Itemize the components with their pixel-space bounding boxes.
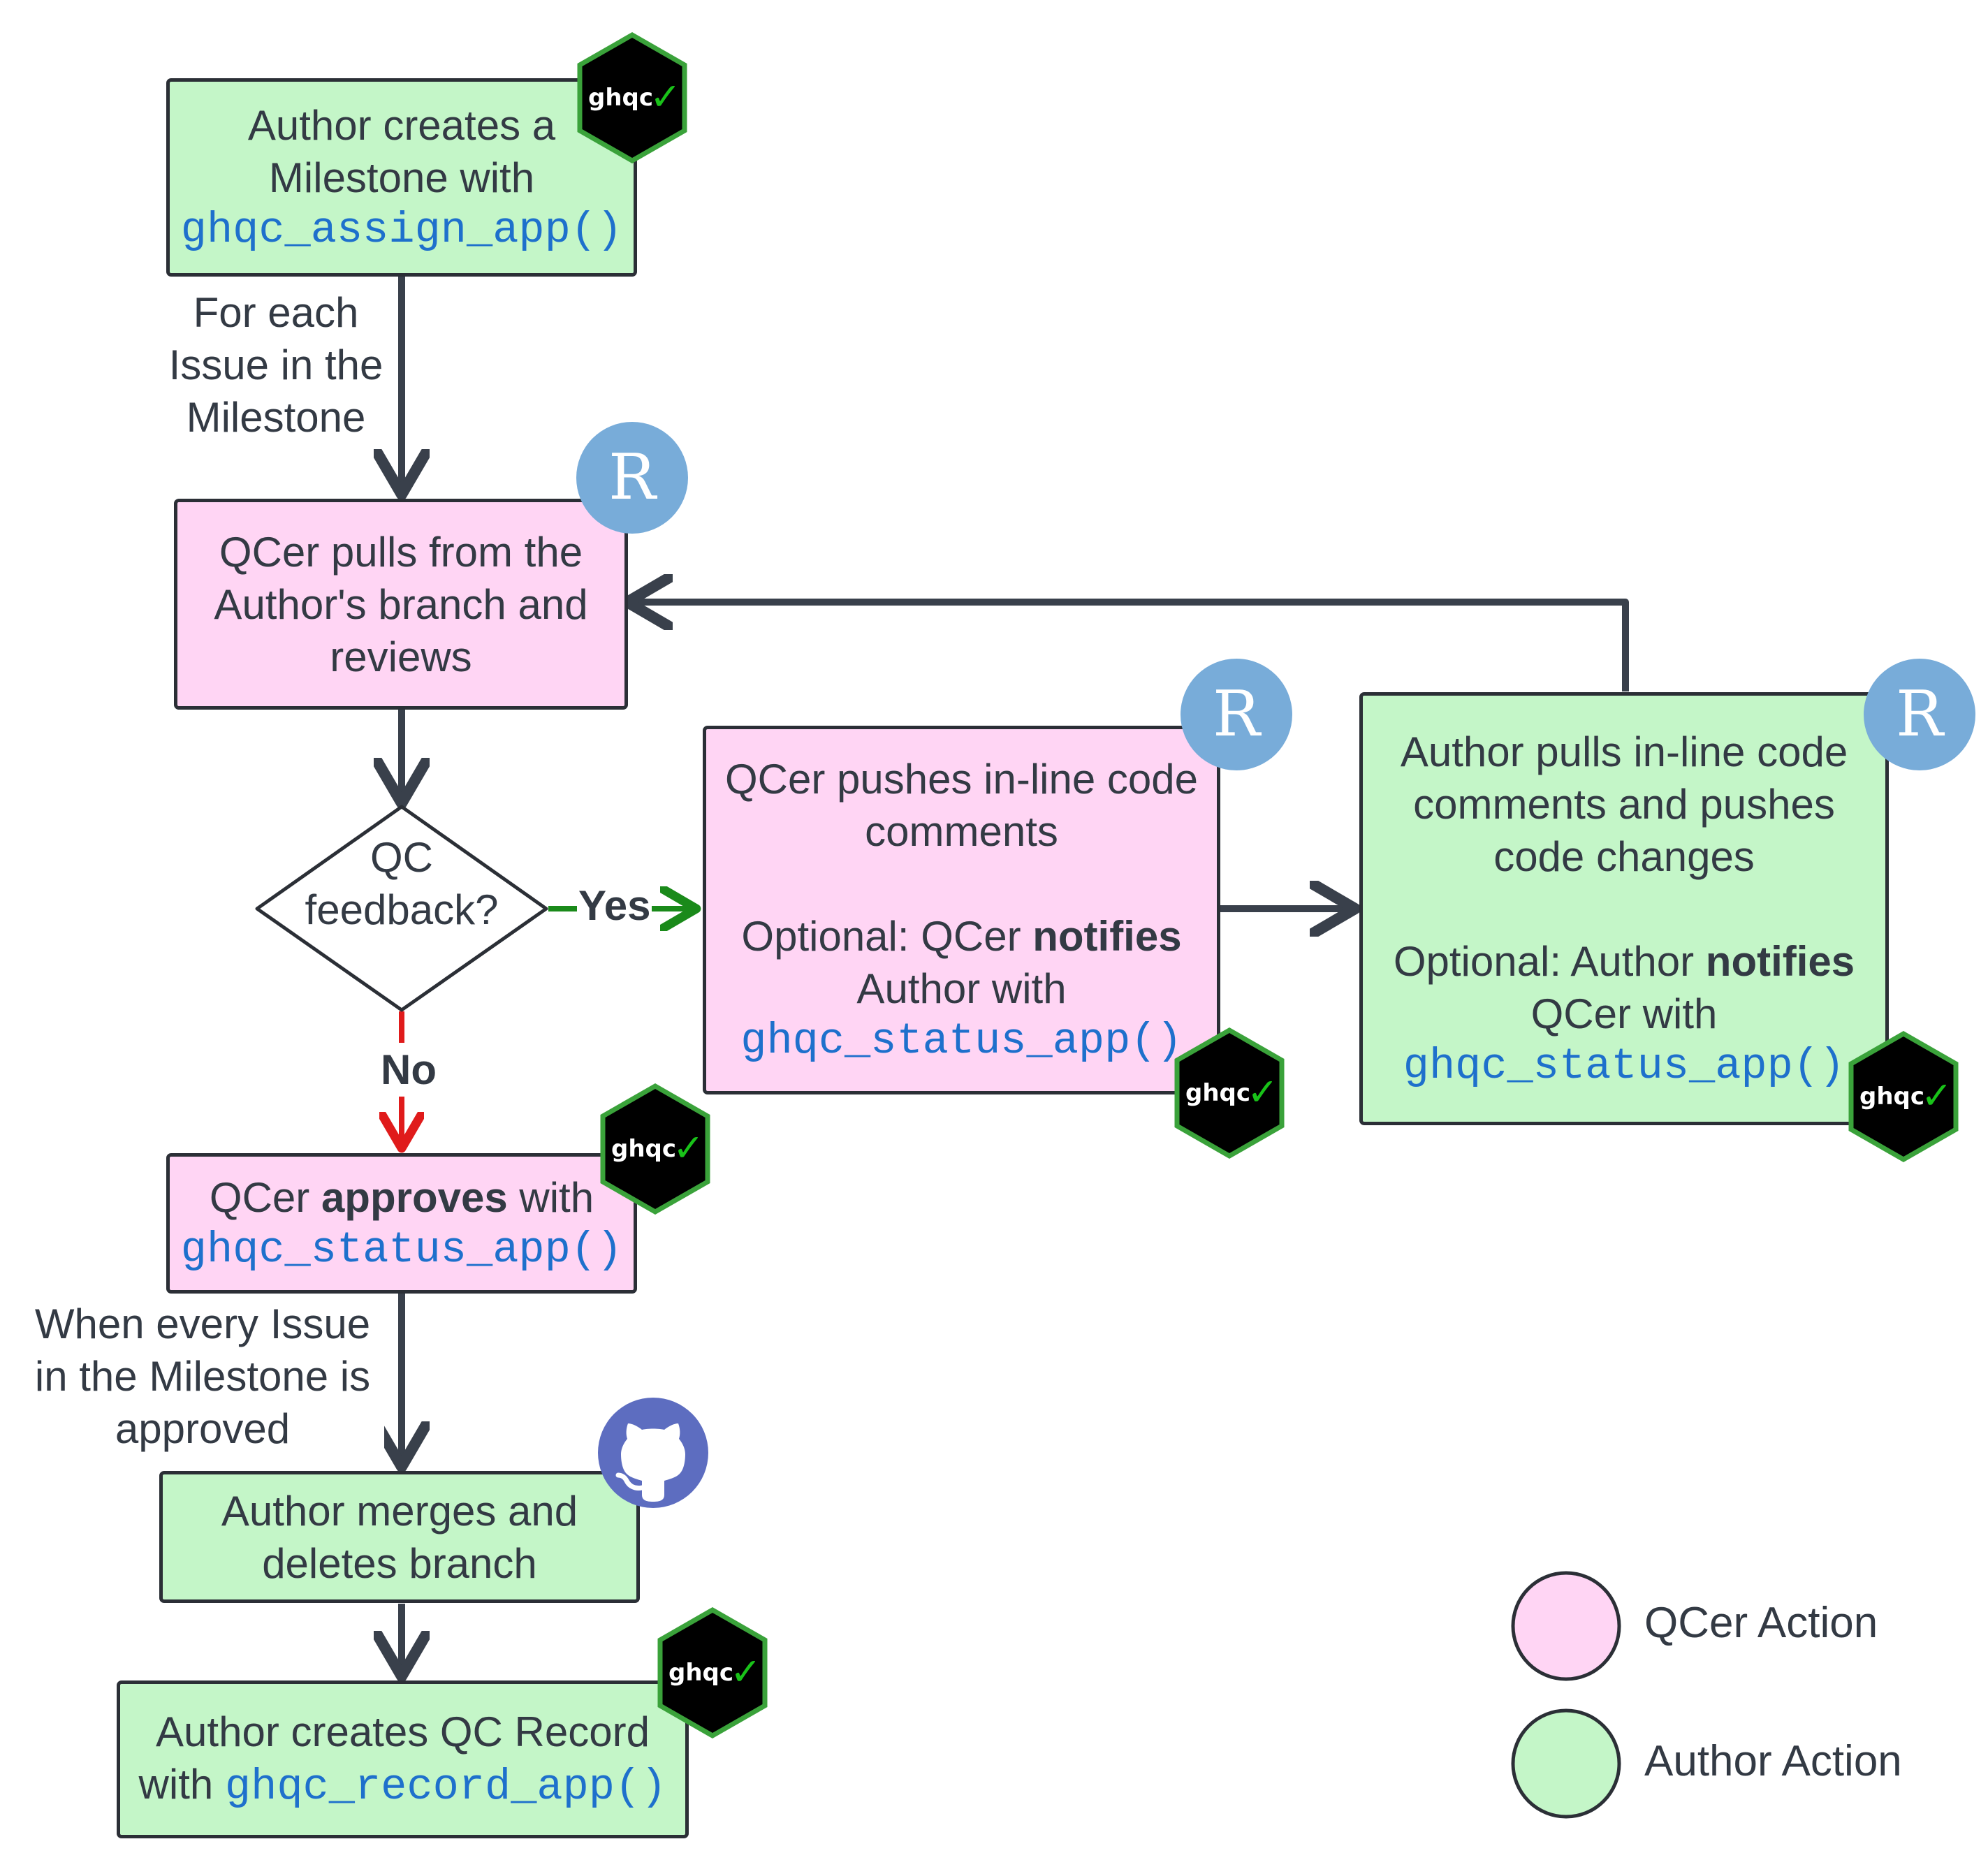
node-text: Milestone with <box>268 154 535 201</box>
label-text: Milestone <box>186 394 366 441</box>
node-create-milestone: Author creates a Milestone with ghqc_ass… <box>166 78 637 277</box>
legend-qcer-swatch <box>1511 1571 1621 1681</box>
node-text: Optional: Author notifies <box>1394 935 1855 988</box>
function-name: ghqc_status_app() <box>180 1224 623 1275</box>
ghqc-text: ghqc <box>668 1659 733 1687</box>
label-when-every-issue: When every Issue in the Milestone is app… <box>21 1298 384 1455</box>
ghqc-hex-icon: ghqc ✓ <box>600 1083 710 1215</box>
node-text: QCer with <box>1530 990 1718 1037</box>
node-text: Author creates a <box>247 101 556 149</box>
label-for-each-issue: For each Issue in the Milestone <box>157 286 395 444</box>
ghqc-text: ghqc <box>611 1135 676 1163</box>
r-logo-icon: R <box>576 422 688 534</box>
label-text: Issue in the <box>168 342 383 388</box>
check-icon: ✓ <box>650 75 681 119</box>
optional-prefix: Optional: Author <box>1393 937 1706 985</box>
node-text: QCer approves with <box>210 1171 594 1224</box>
node-qcer-push-comments: QCer pushes in-line code comments Option… <box>703 726 1220 1094</box>
ghqc-text: ghqc <box>588 84 653 112</box>
r-letter: R <box>608 441 657 514</box>
check-icon: ✓ <box>673 1126 704 1170</box>
ghqc-hex-icon: ghqc ✓ <box>577 31 687 164</box>
approves-bold: approves <box>321 1173 508 1221</box>
node-text: Author with <box>856 965 1067 1012</box>
label-yes: Yes <box>577 881 652 930</box>
decision-text: feedback? <box>305 886 499 933</box>
optional-prefix: Optional: QCer <box>741 913 1033 960</box>
node-text: code changes <box>1493 833 1755 880</box>
function-name: ghqc_record_app() <box>224 1762 667 1812</box>
ghqc-text: ghqc <box>1185 1079 1250 1107</box>
node-text: Author pulls in-line code <box>1400 728 1848 775</box>
approve-suffix: with <box>507 1173 594 1221</box>
legend-author-swatch <box>1511 1708 1621 1819</box>
label-text: in the Milestone is <box>34 1353 371 1400</box>
node-text: comments <box>865 808 1058 855</box>
notifies-bold: notifies <box>1705 937 1855 985</box>
record-prefix: with <box>138 1761 225 1808</box>
function-name: ghqc_assign_app() <box>180 205 623 255</box>
node-text: deletes branch <box>262 1539 537 1587</box>
function-name: ghqc_status_app() <box>740 1016 1183 1066</box>
node-text: Author's branch and <box>214 580 588 628</box>
label-no: No <box>379 1043 438 1097</box>
node-text: Author creates QC Record <box>156 1708 650 1755</box>
ghqc-hex-icon: ghqc ✓ <box>1848 1030 1959 1163</box>
r-letter: R <box>1213 678 1262 751</box>
r-letter: R <box>1896 678 1945 751</box>
label-text: For each <box>193 289 359 336</box>
decision-diamond <box>255 805 548 1012</box>
label-text: approved <box>115 1405 291 1452</box>
notifies-bold: notifies <box>1032 913 1182 960</box>
ghqc-text: ghqc <box>1859 1083 1924 1111</box>
node-author-record: Author creates QC Record with ghqc_recor… <box>117 1680 689 1838</box>
node-author-merge: Author merges and deletes branch <box>159 1471 640 1603</box>
approve-prefix: QCer <box>209 1173 321 1221</box>
node-text: QCer pushes in-line code <box>724 756 1199 803</box>
check-icon: ✓ <box>1921 1074 1952 1118</box>
node-text: with ghqc_record_app() <box>139 1758 667 1813</box>
decision-label: QC feedback? <box>279 831 524 936</box>
ghqc-hex-icon: ghqc ✓ <box>657 1606 768 1739</box>
node-text: QCer pulls from the <box>219 528 583 576</box>
github-icon <box>598 1398 708 1508</box>
node-author-push-changes: Author pulls in-line code comments and p… <box>1359 692 1889 1125</box>
node-text: reviews <box>330 633 472 680</box>
node-text: Optional: QCer notifies <box>741 910 1181 962</box>
node-text: comments and pushes <box>1413 780 1835 828</box>
legend-author-label: Author Action <box>1644 1737 1902 1785</box>
r-logo-icon: R <box>1864 659 1975 770</box>
label-text: When every Issue <box>34 1301 371 1347</box>
node-qcer-review: QCer pulls from the Author's branch and … <box>174 499 628 710</box>
legend-qcer-label: QCer Action <box>1644 1599 1878 1647</box>
check-icon: ✓ <box>730 1650 761 1694</box>
check-icon: ✓ <box>1247 1070 1278 1114</box>
edge-changes-to-review <box>631 602 1629 691</box>
ghqc-hex-icon: ghqc ✓ <box>1174 1027 1285 1159</box>
node-qcer-approve: QCer approves with ghqc_status_app() <box>166 1153 637 1294</box>
node-text: Author merges and <box>221 1487 578 1535</box>
decision-text: QC <box>370 834 433 881</box>
function-name: ghqc_status_app() <box>1403 1041 1846 1091</box>
r-logo-icon: R <box>1181 659 1292 770</box>
